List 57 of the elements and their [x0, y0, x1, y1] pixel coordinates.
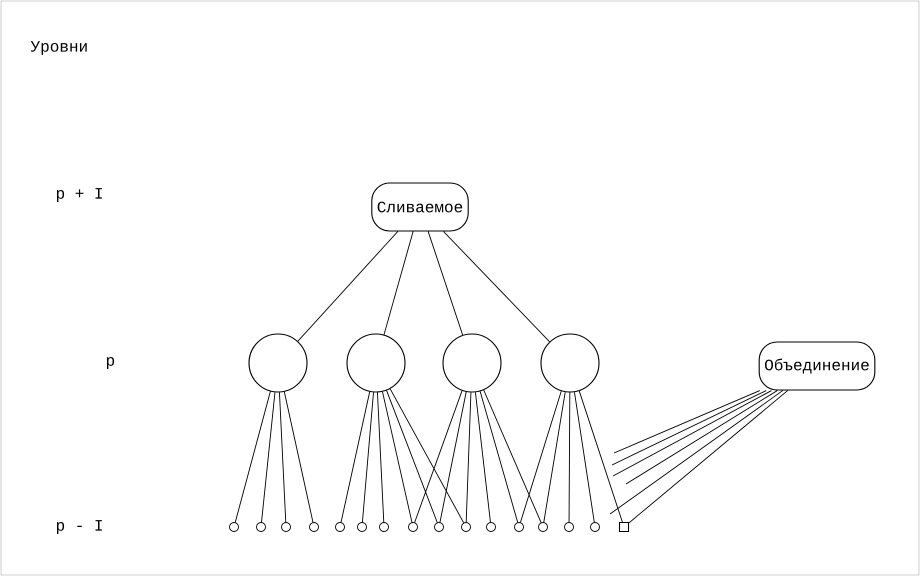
connector-line — [362, 392, 374, 523]
small-circle-node — [408, 522, 418, 532]
small-circle-node — [564, 522, 574, 532]
small-circle-node — [256, 522, 266, 532]
connector-line — [543, 392, 566, 523]
connector-line — [261, 392, 276, 523]
level-label: p + I — [56, 188, 102, 202]
small-circle-node — [538, 522, 548, 532]
connector-line — [574, 392, 595, 523]
circle-node — [442, 333, 502, 393]
connector-line — [384, 231, 414, 336]
connector-line — [428, 231, 464, 336]
connector-line — [612, 390, 767, 466]
small-circle-node — [434, 522, 444, 532]
connector-line — [382, 391, 412, 523]
small-circle-node — [461, 522, 471, 532]
connector-line — [612, 390, 772, 476]
small-circle-node — [229, 522, 239, 532]
small-circle-node — [281, 522, 291, 532]
rounded-box: Сливаемое — [371, 182, 469, 232]
connector-line — [284, 391, 314, 523]
small-circle-node — [486, 522, 496, 532]
level-label: p — [106, 357, 114, 369]
connector-line — [297, 231, 398, 342]
small-circle-node — [379, 522, 389, 532]
connector-line — [578, 390, 623, 522]
connector-line — [480, 390, 518, 523]
circle-node — [346, 333, 406, 393]
connector-line — [390, 388, 464, 524]
connector-line — [466, 392, 472, 522]
connector-line — [414, 390, 462, 523]
connector-line — [377, 392, 384, 522]
connector-line — [386, 390, 438, 523]
connector-line — [279, 392, 286, 522]
connector-line — [614, 390, 760, 454]
connector-line — [234, 391, 271, 523]
connector-line — [474, 392, 491, 523]
connector-line — [443, 231, 550, 342]
connector-line — [483, 390, 542, 523]
circle-node — [540, 333, 600, 393]
level-label: p - I — [56, 520, 102, 534]
small-circle-node — [514, 522, 524, 532]
small-circle-node — [335, 522, 345, 532]
small-circle-node — [309, 522, 319, 532]
circle-node — [248, 333, 308, 393]
small-square-node — [618, 522, 630, 532]
connector-line — [626, 390, 778, 484]
connector-line — [340, 391, 370, 523]
connector-line — [440, 392, 467, 523]
connector-line — [610, 390, 784, 514]
connector-line — [568, 392, 570, 522]
small-circle-node — [357, 522, 367, 532]
connector-line — [628, 390, 788, 524]
small-circle-node — [590, 522, 600, 532]
level-label: Уровни — [30, 41, 87, 55]
connector-line — [520, 390, 562, 523]
rounded-box: Объединение — [758, 341, 876, 391]
